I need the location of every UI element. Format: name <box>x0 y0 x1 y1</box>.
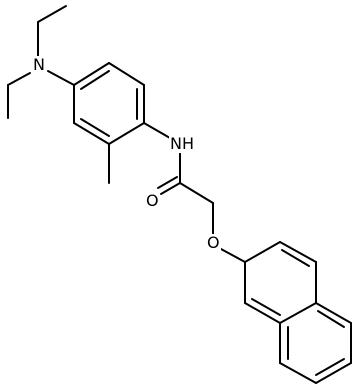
bond-n-ethyl2-ch2 <box>7 72 31 86</box>
bond-naph-a2-inner <box>281 249 310 267</box>
bond-naph-b3-inner <box>315 358 345 376</box>
bond-ring1-e-inner <box>80 118 110 137</box>
bond-ring1-b <box>108 62 145 86</box>
bond-naph-b1 <box>315 302 352 324</box>
bond-ether-o-naphthyl <box>220 248 246 263</box>
bond-carbonyl-o-2 <box>157 176 178 189</box>
bond-naph-a1 <box>244 241 281 263</box>
bond-naph-a4 <box>279 302 317 324</box>
ether-oxygen-label: O <box>206 233 221 252</box>
carbonyl-oxygen-label: O <box>145 191 160 210</box>
amine-nitrogen-label: N <box>32 55 46 74</box>
bond-n-ring <box>47 70 75 86</box>
bond-carbonyl-o-1 <box>160 182 181 195</box>
bond-ring1-e <box>73 122 110 145</box>
bond-naph-a5 <box>244 302 281 324</box>
bond-naph-b3 <box>315 362 352 384</box>
bond-ethyl1-ch3 <box>37 5 67 23</box>
bond-ring1-d <box>108 122 145 145</box>
bond-naph-a5-inner <box>251 298 281 316</box>
bond-ring-nh <box>143 122 171 139</box>
amide-nh-label: NH <box>169 134 195 153</box>
bond-carbonyl-ch2 <box>179 182 214 204</box>
bond-ring1-a <box>73 62 110 86</box>
bond-naph-b1-inner <box>317 310 345 328</box>
bond-naph-b4 <box>279 362 317 384</box>
bond-naph-a2 <box>279 241 317 263</box>
bond-ring1-a-inner <box>80 70 110 90</box>
